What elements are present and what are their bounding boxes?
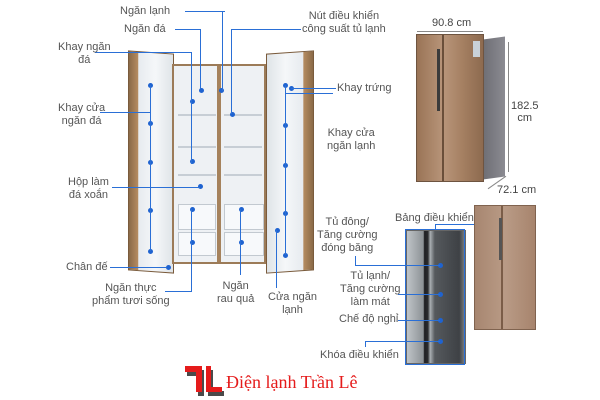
label-khay-trung: Khay trứng	[337, 82, 392, 94]
label-bang-dieu-khien: Bảng điều khiển	[395, 212, 474, 224]
fridge-side	[483, 36, 505, 180]
fridge-door	[266, 50, 314, 274]
small-fridge-image	[474, 205, 536, 330]
label-khoa-dieu-khien: Khóa điều khiển	[320, 349, 399, 361]
dim-depth: 72.1 cm	[497, 184, 537, 196]
label-chan-de: Chân đế	[66, 261, 108, 273]
dim-width: 90.8 cm	[432, 17, 472, 29]
label-che-do-nghi: Chế độ nghỉ	[339, 313, 399, 325]
brand-logo-icon	[185, 366, 224, 396]
label-ngan-lanh: Ngăn lạnh	[120, 5, 171, 17]
closed-fridge-image	[416, 34, 484, 182]
control-panel-highlight	[405, 229, 465, 365]
fridge-cabinet	[172, 64, 266, 264]
label-ngan-da: Ngăn đá	[124, 23, 166, 35]
brand-name: Điện lạnh Trần Lê	[226, 372, 358, 392]
